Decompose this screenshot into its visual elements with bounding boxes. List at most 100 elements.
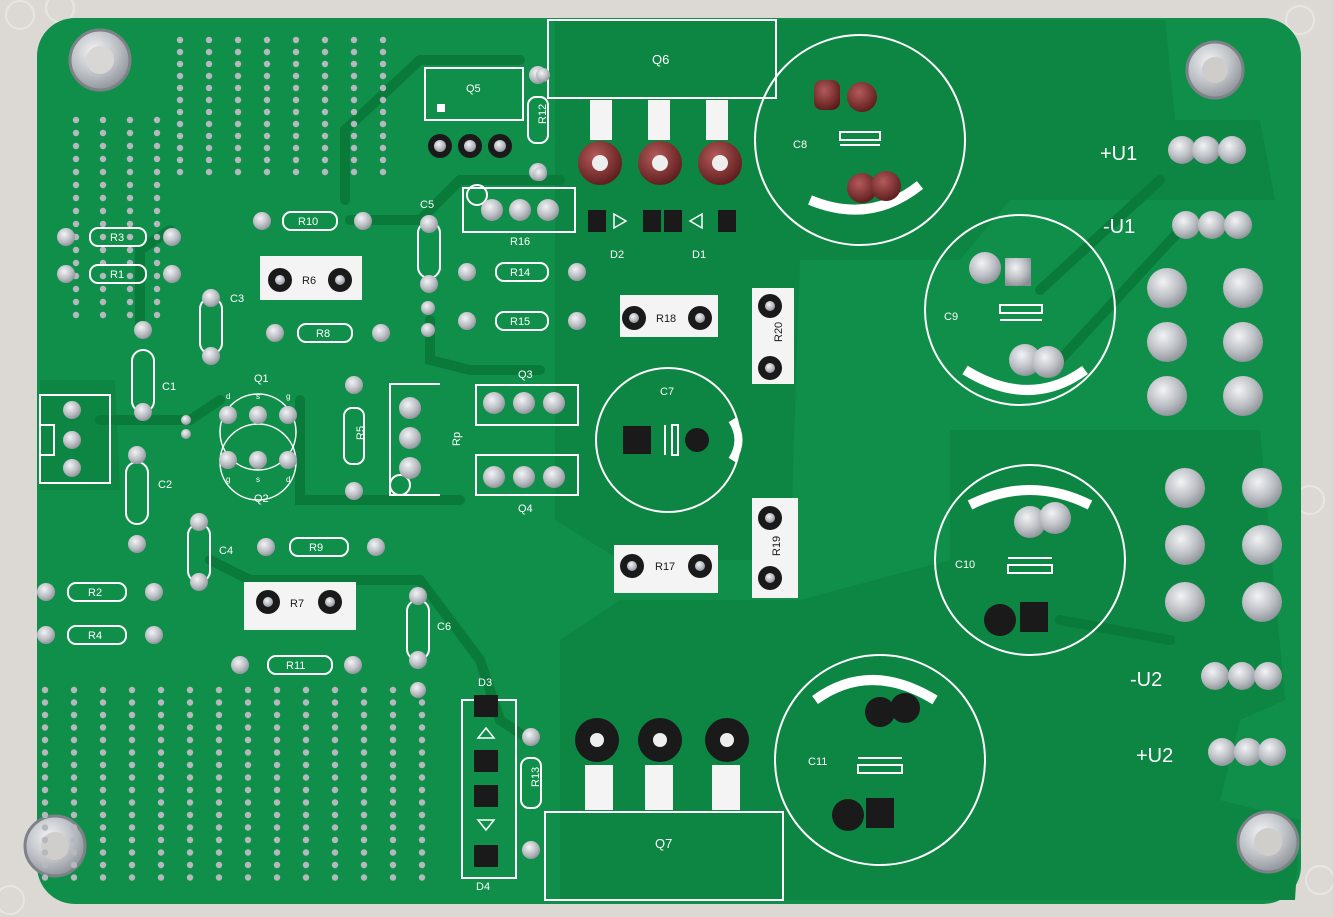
proto-hole [126, 220, 134, 228]
proto-hole [321, 132, 329, 140]
proto-hole [176, 132, 184, 140]
proto-hole [234, 72, 242, 80]
proto-hole [176, 72, 184, 80]
proto-hole [321, 36, 329, 44]
proto-hole [215, 799, 223, 806]
proto-hole [128, 824, 136, 831]
proto-hole [215, 711, 223, 719]
proto-hole [70, 736, 78, 744]
proto-hole [70, 836, 78, 844]
vias [181, 68, 550, 698]
label-u1-plus: +U1 [1100, 143, 1137, 165]
proto-hole [128, 861, 136, 869]
proto-hole [244, 686, 252, 694]
capacitor-c3: C3 [199, 289, 244, 365]
proto-hole [244, 824, 252, 831]
proto-hole [128, 799, 136, 806]
label-r5: R5 [355, 426, 367, 440]
pin-mark-g1: g [286, 392, 290, 401]
proto-hole [350, 36, 358, 44]
capacitor-c6: C6 [406, 587, 451, 669]
transistor-q4: Q4 [475, 454, 579, 515]
proto-hole [418, 724, 426, 731]
proto-hole [302, 874, 310, 881]
output-pads-lower [1165, 468, 1282, 622]
proto-hole [273, 799, 281, 806]
proto-hole [389, 724, 397, 731]
proto-hole [379, 60, 387, 68]
proto-hole [273, 874, 281, 881]
label-c10: C10 [955, 559, 975, 571]
label-q6: Q6 [652, 52, 669, 67]
proto-hole [331, 874, 339, 881]
capacitor-c1: C1 [131, 321, 176, 421]
proto-hole [389, 736, 397, 744]
proto-hole [126, 194, 134, 202]
proto-hole [176, 48, 184, 56]
proto-hole [244, 749, 252, 756]
pin-mark-g2: g [226, 475, 230, 484]
proto-hole [126, 207, 134, 215]
resistor-r20: R20 [752, 288, 794, 384]
proto-hole [186, 874, 194, 881]
proto-hole [72, 181, 80, 189]
proto-hole [41, 786, 49, 794]
proto-hole [360, 786, 368, 794]
proto-hole [72, 129, 80, 137]
resistor-r1: R1 [57, 264, 181, 284]
label-c3: C3 [230, 293, 244, 305]
proto-hole [215, 749, 223, 756]
proto-hole [263, 72, 271, 80]
proto-hole [389, 686, 397, 694]
proto-hole [41, 699, 49, 706]
capacitor-c7: C7 [595, 367, 743, 513]
proto-hole [126, 246, 134, 254]
proto-hole [418, 874, 426, 881]
proto-hole [215, 774, 223, 781]
proto-hole [389, 836, 397, 844]
proto-hole [360, 861, 368, 869]
label-c1: C1 [162, 381, 176, 393]
proto-hole [234, 84, 242, 92]
proto-hole [176, 156, 184, 164]
proto-hole [302, 711, 310, 719]
proto-hole [128, 699, 136, 706]
proto-hole [126, 168, 134, 176]
proto-hole [99, 686, 107, 694]
label-r18: R18 [656, 313, 676, 325]
proto-hole [186, 724, 194, 731]
proto-hole [350, 168, 358, 176]
proto-hole [418, 824, 426, 831]
proto-hole [128, 811, 136, 819]
proto-hole [331, 749, 339, 756]
proto-hole [389, 824, 397, 831]
proto-hole [273, 811, 281, 819]
proto-hole [153, 259, 161, 267]
proto-hole [273, 686, 281, 694]
proto-hole [302, 824, 310, 831]
proto-hole [234, 168, 242, 176]
proto-hole [263, 144, 271, 152]
label-c2: C2 [158, 479, 172, 491]
label-c7: C7 [660, 386, 674, 398]
proto-hole [292, 108, 300, 116]
proto-hole [331, 736, 339, 744]
label-r11: R11 [286, 660, 305, 672]
proto-hole [234, 120, 242, 128]
proto-hole [292, 132, 300, 140]
proto-hole [99, 849, 107, 856]
proto-hole [153, 298, 161, 306]
resistor-r5: R5 [343, 376, 367, 500]
proto-hole [99, 311, 107, 319]
resistor-r17: R17 [614, 545, 718, 593]
proto-hole [321, 72, 329, 80]
proto-hole [292, 144, 300, 152]
proto-hole [292, 168, 300, 176]
proto-hole [99, 142, 107, 150]
proto-hole [215, 824, 223, 831]
proto-hole [157, 749, 165, 756]
proto-hole [128, 849, 136, 856]
proto-hole [72, 285, 80, 293]
proto-hole [99, 155, 107, 163]
proto-hole [360, 824, 368, 831]
